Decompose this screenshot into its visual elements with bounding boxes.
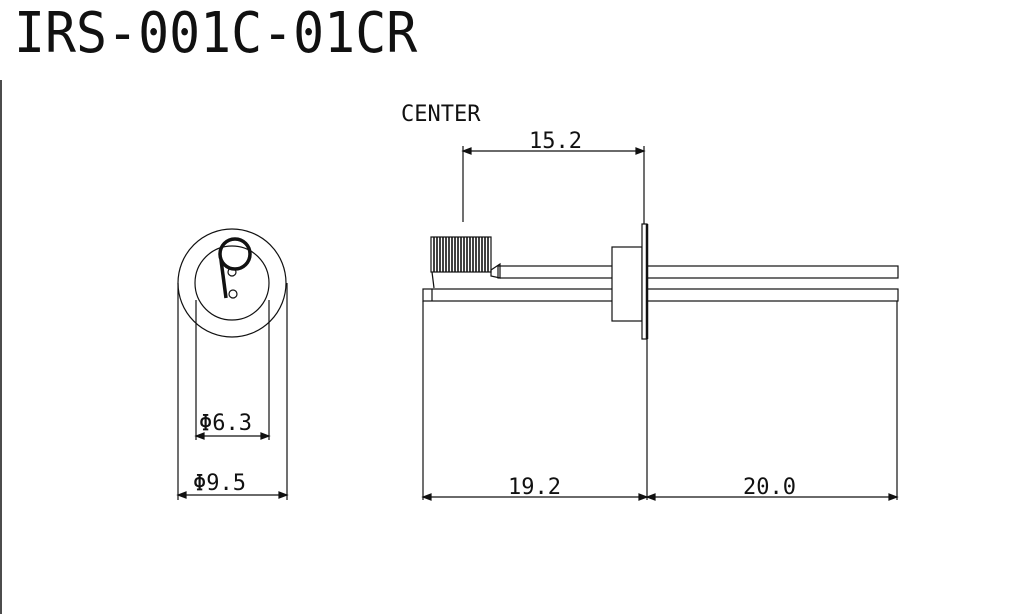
part-number-title: IRS-001C-01CR [14,1,418,66]
diameter-symbol: Φ [193,471,207,496]
pin-hole-lower [228,289,238,299]
arrow-outer-left [176,491,187,499]
dim-inner-diameter-value: 6.3 [212,411,252,436]
side-view [421,146,899,501]
dim-outer-diameter-value: 9.5 [206,471,246,496]
dim-center-offset: 15.2 [529,129,582,154]
arrow-front-left [645,493,656,501]
spring-tail [431,271,435,289]
arrow-center-right [635,147,646,155]
dim-outer-diameter: Φ9.5 [193,473,246,495]
pin-hole-upper [227,267,237,277]
dim-rear-length: 19.2 [508,475,561,500]
dim-inner-diameter: Φ6.3 [199,413,252,435]
arrow-outer-right [278,491,289,499]
connector-body [611,246,643,322]
end-view [176,228,289,500]
arrow-front-right [888,493,899,501]
center-label: CENTER [401,102,481,127]
outer-circle [177,228,287,338]
arrow-rear-right [638,493,649,501]
spring-leg [219,259,228,299]
spring-loop [218,237,252,271]
inner-circle [194,245,270,321]
coil-turns [433,237,489,272]
arrow-inner-right [260,432,271,440]
arrow-center-left [461,147,472,155]
upper-pin [497,265,899,279]
dim-front-length: 20.0 [743,475,796,500]
arrow-inner-left [194,432,205,440]
diameter-symbol: Φ [199,411,213,436]
lower-pin [422,288,899,302]
arrow-rear-left [421,493,432,501]
